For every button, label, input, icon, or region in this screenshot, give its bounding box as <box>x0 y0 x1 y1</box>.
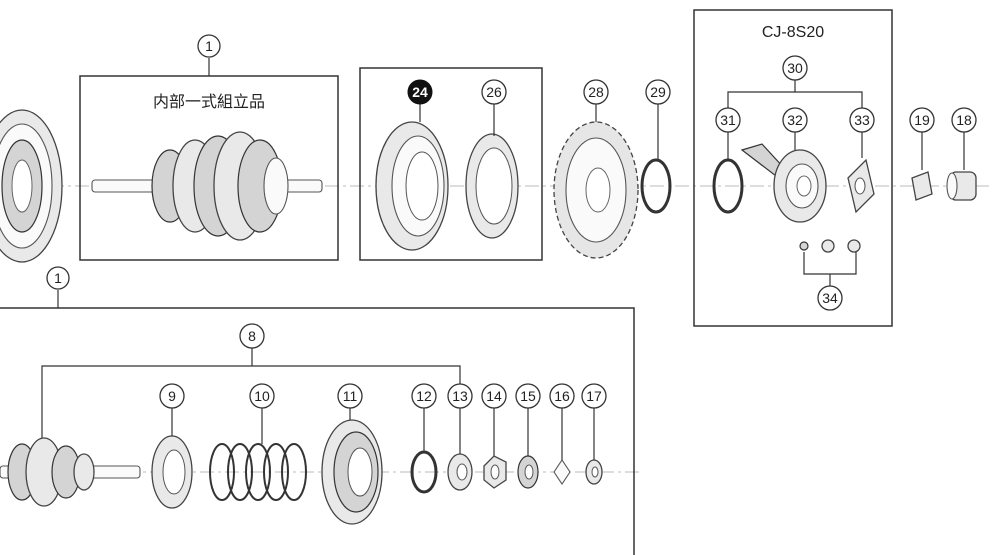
svg-text:11: 11 <box>343 388 358 404</box>
callout-12: 12 <box>411 383 437 409</box>
callout-30: 30 <box>782 55 808 81</box>
part-13 <box>447 453 473 491</box>
callout-16: 16 <box>549 383 575 409</box>
internal-assembly-caption: 内部一式組立品 <box>153 93 265 111</box>
driver-axle-part <box>0 437 141 507</box>
svg-text:33: 33 <box>854 112 870 128</box>
svg-text:26: 26 <box>486 84 502 100</box>
callout-9: 9 <box>159 383 185 409</box>
callout-19: 19 <box>909 107 935 133</box>
callout-32: 32 <box>782 107 808 133</box>
svg-text:32: 32 <box>787 112 803 128</box>
part-34-screws <box>799 239 861 253</box>
callout-10: 10 <box>249 383 275 409</box>
lower-assembly-box <box>0 307 635 555</box>
callout-11: 11 <box>337 383 363 409</box>
callout-8: 8 <box>239 323 265 349</box>
part-24 <box>375 121 449 251</box>
svg-text:24: 24 <box>412 84 428 100</box>
callout-15: 15 <box>515 383 541 409</box>
hub-shell-part <box>0 109 63 263</box>
svg-text:31: 31 <box>720 112 736 128</box>
callout-26: 26 <box>481 79 507 105</box>
part-16 <box>553 459 571 485</box>
svg-text:18: 18 <box>956 112 972 128</box>
svg-text:16: 16 <box>554 388 570 404</box>
callout-33: 33 <box>849 107 875 133</box>
callout-29: 29 <box>645 79 671 105</box>
svg-text:1: 1 <box>205 38 213 54</box>
svg-text:28: 28 <box>588 84 604 100</box>
callout-13: 13 <box>447 383 473 409</box>
svg-text:30: 30 <box>787 60 803 76</box>
part-26 <box>465 133 519 239</box>
svg-text:1: 1 <box>54 270 62 286</box>
internal-assembly-part <box>91 131 323 241</box>
part-32-joint <box>740 143 827 223</box>
cassette-joint-caption: CJ-8S20 <box>762 24 824 41</box>
svg-text:14: 14 <box>486 388 502 404</box>
callout-1-bottom: 1 <box>46 266 70 290</box>
callout-34: 34 <box>817 285 843 311</box>
callout-1-top: 1 <box>197 34 221 58</box>
part-33-plate <box>847 158 875 214</box>
callout-28: 28 <box>583 79 609 105</box>
part-17 <box>585 459 603 485</box>
part-9 <box>151 435 193 509</box>
callout-31: 31 <box>715 107 741 133</box>
svg-text:34: 34 <box>822 290 838 306</box>
callout-17: 17 <box>581 383 607 409</box>
part-18-cap <box>946 171 977 201</box>
svg-text:29: 29 <box>650 84 666 100</box>
part-31-ring <box>712 158 744 214</box>
callout-18: 18 <box>951 107 977 133</box>
part-15 <box>517 455 539 489</box>
callout-24: 24 <box>407 79 433 105</box>
svg-text:8: 8 <box>248 328 256 344</box>
snap-ring-part-29 <box>640 158 672 214</box>
svg-text:17: 17 <box>586 388 602 404</box>
part-19-nut <box>911 171 933 201</box>
svg-text:15: 15 <box>520 388 536 404</box>
svg-text:10: 10 <box>254 388 270 404</box>
cassette-joint-box <box>693 9 893 327</box>
sprocket-part-28 <box>553 121 639 259</box>
svg-text:19: 19 <box>914 112 930 128</box>
bearing-cup-box <box>359 67 543 261</box>
svg-text:13: 13 <box>452 388 468 404</box>
part-14 <box>483 455 507 489</box>
svg-text:9: 9 <box>168 388 176 404</box>
part-10-spring <box>209 443 307 501</box>
svg-text:12: 12 <box>416 388 432 404</box>
callout-14: 14 <box>481 383 507 409</box>
part-11 <box>321 419 383 525</box>
